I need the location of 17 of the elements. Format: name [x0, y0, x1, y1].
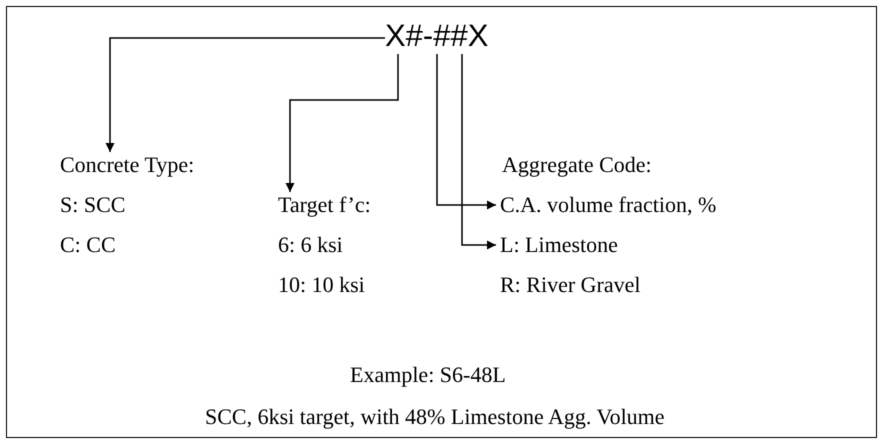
leader-arrow	[436, 54, 496, 210]
leader-arrow	[461, 54, 496, 250]
code-value: C: CC	[60, 232, 116, 258]
code-value: 6: 6 ksi	[278, 232, 343, 258]
leader-arrow	[286, 54, 399, 192]
code-description: L: Limestone	[500, 232, 618, 258]
category-heading: Aggregate Code:	[502, 152, 652, 178]
code-value: S: SCC	[60, 192, 126, 218]
code-description: C.A. volume fraction, %	[500, 192, 716, 218]
code-text: X#-##X	[385, 18, 488, 54]
leader-arrow	[106, 37, 385, 152]
code-value: R: River Gravel	[500, 272, 641, 298]
code-value: 10: 10 ksi	[278, 272, 365, 298]
category-heading: Concrete Type:	[60, 152, 194, 178]
example-text: SCC, 6ksi target, with 48% Limestone Agg. Volume	[205, 404, 665, 430]
example-text: Example: S6-48L	[350, 362, 506, 388]
category-heading: Target f’c:	[278, 192, 371, 218]
